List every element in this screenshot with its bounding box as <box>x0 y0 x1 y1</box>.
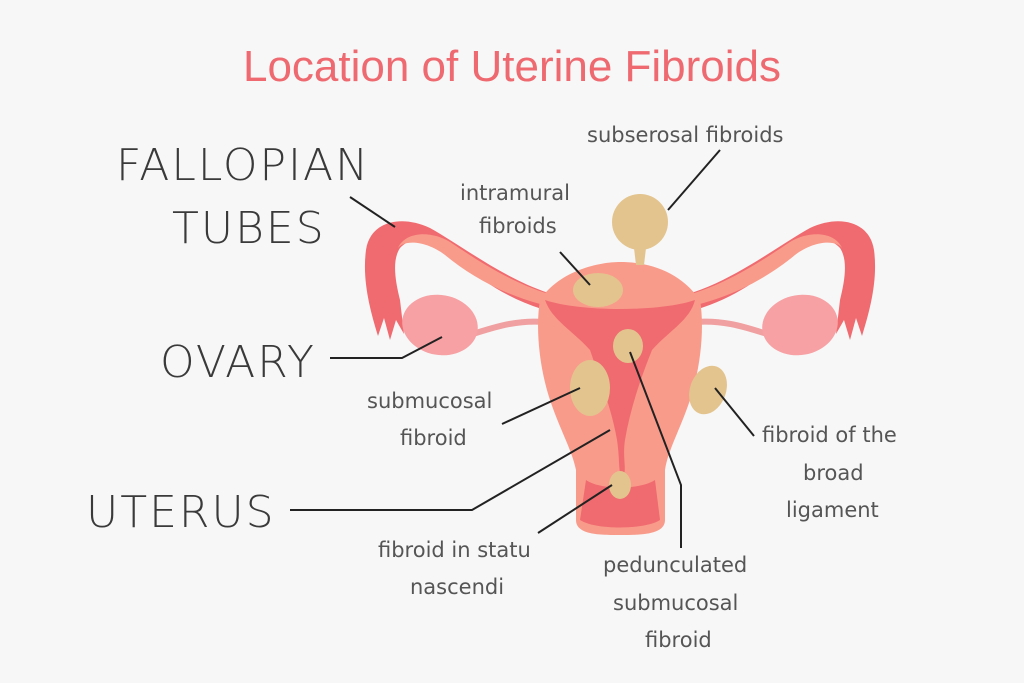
intramural-fibroid <box>573 273 623 307</box>
label-fallopian: FALLOPIAN <box>116 140 370 191</box>
pedunculated-fibroid <box>613 329 643 363</box>
label-intramural-1: intramural <box>460 181 570 205</box>
label-pedunculated-3: fibroid <box>645 628 712 652</box>
right-ovary <box>762 294 838 356</box>
right-ovarian-ligament <box>694 318 771 338</box>
label-pedunculated-2: submucosal <box>613 591 738 615</box>
label-broad-1: fibroid of the <box>762 423 897 447</box>
label-tubes: TUBES <box>172 203 326 254</box>
left-fallopian-tube <box>364 221 590 340</box>
left-ovarian-ligament <box>469 318 546 338</box>
label-ovary: OVARY <box>160 337 316 388</box>
right-fallopian-tube <box>650 221 876 340</box>
diagram-title: Location of Uterine Fibroids <box>242 42 782 91</box>
left-ovary <box>402 294 478 356</box>
statu-nascendi-fibroid <box>609 471 631 499</box>
subserosal-fibroid <box>612 194 668 250</box>
label-pedunculated-1: pedunculated <box>603 553 747 577</box>
label-statu-2: nascendi <box>410 575 504 599</box>
label-broad-2: broad <box>803 461 864 485</box>
label-statu-1: fibroid in statu <box>378 538 531 562</box>
label-submucosal-2: fibroid <box>400 426 467 450</box>
label-uterus: UTERUS <box>86 487 276 538</box>
label-broad-3: ligament <box>786 498 879 522</box>
label-submucosal-1: submucosal <box>367 389 492 413</box>
label-subserosal: subserosal fibroids <box>587 123 783 147</box>
submucosal-fibroid <box>570 360 610 416</box>
label-intramural-2: fibroids <box>479 214 557 238</box>
broad-ligament-fibroid <box>689 365 727 415</box>
leader-lines <box>290 149 755 548</box>
